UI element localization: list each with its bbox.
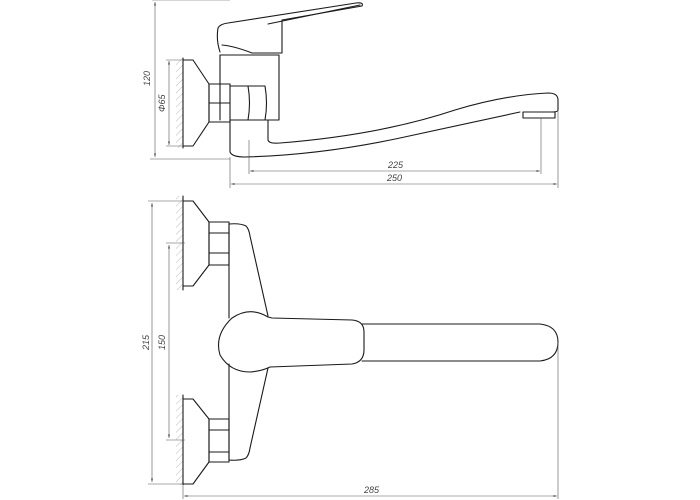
- wall-flange-upper: [182, 200, 210, 287]
- dimension-label-height: 120: [142, 71, 152, 86]
- dimension-label-spout-reach: 225: [387, 160, 404, 170]
- lever-hub: [217, 311, 365, 373]
- dimension-label-overall-length-front: 285: [363, 485, 380, 495]
- spout-front: [361, 323, 559, 362]
- dimension-label-overall-length: 250: [386, 173, 402, 183]
- eccentric-nut-upper: [208, 221, 230, 266]
- wall-hatch: [176, 58, 183, 148]
- dimension-label-inlet-spacing: 150: [157, 335, 167, 350]
- wall-flange-lower: [182, 398, 210, 485]
- wall-flange: [182, 59, 210, 147]
- dimension-label-flange-diameter: Φ65: [157, 93, 167, 112]
- lever-handle: [216, 2, 363, 54]
- dimension-label-overall-height: 215: [141, 334, 151, 351]
- side-view: 120 Φ65 225 250: [142, 0, 559, 188]
- eccentric-nut-lower: [208, 418, 230, 463]
- mixer-body: [219, 54, 280, 121]
- mixer-body-front: [228, 223, 269, 461]
- front-view: 215 150 285: [141, 195, 559, 499]
